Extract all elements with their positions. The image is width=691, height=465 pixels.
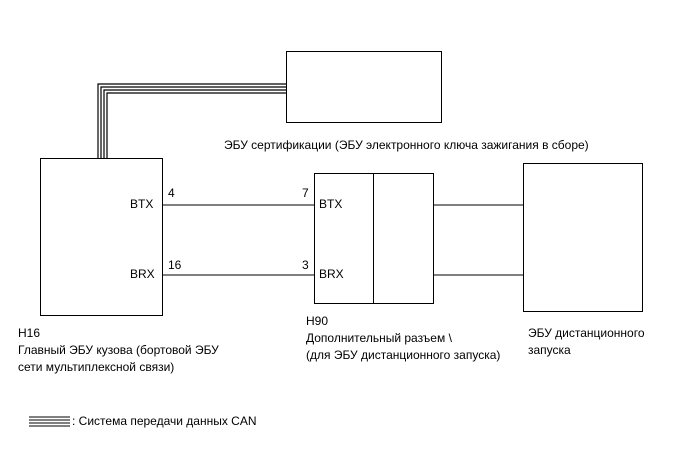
remote-ecu-label-line2: запуска <box>528 343 571 357</box>
can-legend-label: : Система передачи данных CAN <box>72 414 257 428</box>
can-bus-bundle <box>97 83 286 158</box>
main-body-ecu-box <box>40 158 163 316</box>
remote-ecu-label-line1: ЭБУ дистанционного <box>528 326 645 340</box>
junction-connector-box-left <box>314 173 374 304</box>
junction-connector-label-line2: (для ЭБУ дистанционного запуска) <box>306 348 501 362</box>
certification-ecu-label: ЭБУ сертификации (ЭБУ электронного ключа… <box>224 138 589 152</box>
remote-start-ecu-box <box>523 163 643 312</box>
junction-connector-label-line1: Дополнительный разъем \ <box>306 331 452 345</box>
main-ecu-label-line2: сети мультиплексной связи) <box>18 360 175 374</box>
junction-brx-pin-number: 3 <box>302 258 309 272</box>
junction-connector-box-right <box>373 173 434 304</box>
main-ecu-brx-pin-name: BRX <box>130 267 155 281</box>
junction-btx-pin-name: BTX <box>319 197 343 211</box>
main-ecu-label-line1: Главный ЭБУ кузова (бортовой ЭБУ <box>18 343 219 357</box>
main-ecu-btx-pin-number: 4 <box>168 186 175 200</box>
main-ecu-brx-pin-number: 16 <box>168 258 182 272</box>
junction-connector-code: H90 <box>306 314 329 328</box>
junction-brx-pin-name: BRX <box>319 267 344 281</box>
can-legend-symbol <box>29 416 70 427</box>
certification-ecu-box <box>286 51 442 123</box>
main-ecu-connector-code: H16 <box>18 326 41 340</box>
junction-btx-pin-number: 7 <box>302 186 309 200</box>
main-ecu-btx-pin-name: BTX <box>130 197 154 211</box>
